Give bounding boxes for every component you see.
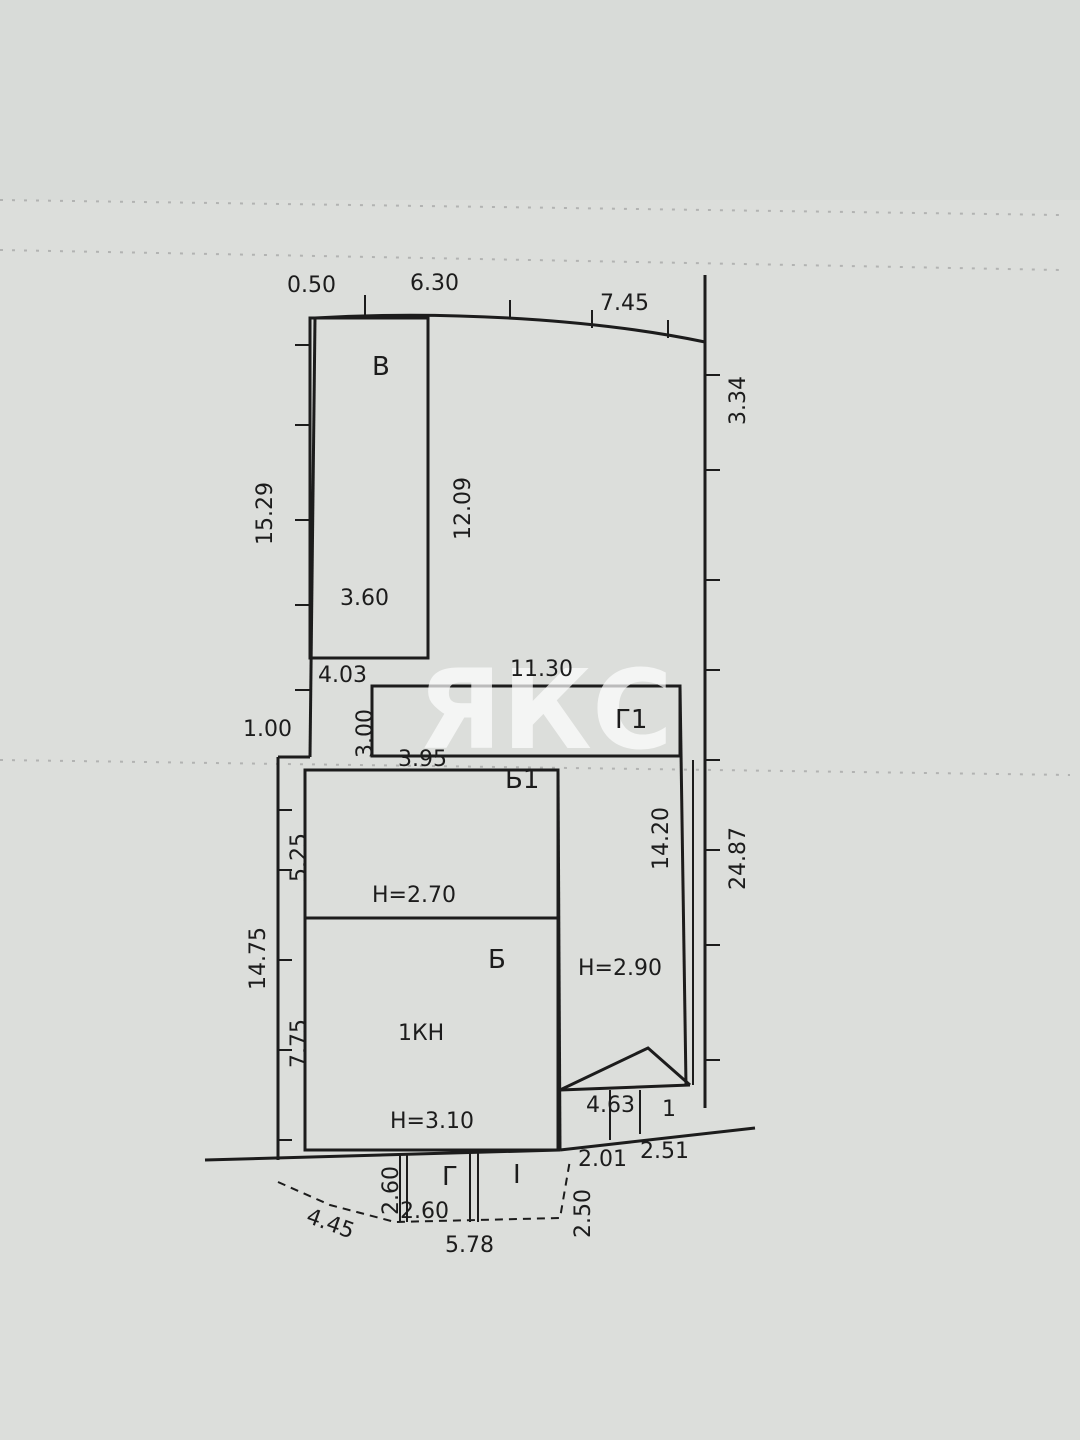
- building-v-length: 12.09: [451, 477, 476, 540]
- watermark: ЯКС: [417, 646, 672, 774]
- building-b1-side: 5.25: [287, 833, 312, 882]
- dim-bottom-h: 5.78: [445, 1233, 494, 1258]
- g1-side-wall: [678, 685, 688, 1086]
- dim-right-b: 24.87: [726, 827, 751, 890]
- building-v-width: 3.60: [340, 586, 389, 611]
- dimension-ticks: [278, 295, 720, 1141]
- building-b-letter: Б: [488, 945, 506, 975]
- yard-divider: [556, 769, 562, 1151]
- plot-boundary: [204, 275, 756, 1162]
- dim-bottom-f: 2.60: [379, 1166, 404, 1215]
- building-g1-letter: Г1: [615, 705, 647, 735]
- dim-right-a: 3.34: [726, 376, 751, 425]
- dim-top-c: 7.45: [600, 291, 649, 316]
- dim-bottom-g: 2.60: [400, 1199, 449, 1224]
- building-b-side: 7.75: [287, 1019, 312, 1068]
- dim-top-a: 0.50: [287, 273, 336, 298]
- dim-right-c: 14.20: [649, 807, 674, 870]
- dim-bottom-d: 2.51: [640, 1139, 689, 1164]
- yard-height: H=2.90: [578, 956, 662, 981]
- dim-bottom-b: 1: [662, 1097, 676, 1122]
- dim-bottom-e: 2.50: [571, 1189, 596, 1238]
- building-b-room: 1КН: [398, 1021, 444, 1046]
- building-v: [308, 316, 430, 660]
- small-shed-letter: Г: [442, 1162, 458, 1192]
- porch-outlines: [277, 1152, 571, 1224]
- porch-letter: I: [513, 1160, 521, 1190]
- building-g1-width: 3.00: [353, 709, 378, 758]
- dim-left-c: 14.75: [246, 927, 271, 990]
- dim-bottom-c: 2.01: [578, 1147, 627, 1172]
- building-v-letter: В: [372, 352, 390, 382]
- gate-symbol: [559, 1046, 691, 1092]
- scan-marks: [0, 199, 1071, 776]
- paper-shade: [0, 0, 1080, 200]
- building-b-height: H=3.10: [390, 1109, 474, 1134]
- dim-bottom-a: 4.63: [586, 1093, 635, 1118]
- dim-left-a: 15.29: [253, 482, 278, 545]
- dim-left-b: 1.00: [243, 717, 292, 742]
- building-b1-top: 3.95: [398, 747, 447, 772]
- building-b1-letter: Б1: [505, 765, 539, 795]
- dim-mid-a: 4.03: [318, 663, 367, 688]
- dim-top-b: 6.30: [410, 271, 459, 296]
- building-g1-length: 11.30: [510, 657, 573, 682]
- building-b1-height: H=2.70: [372, 883, 456, 908]
